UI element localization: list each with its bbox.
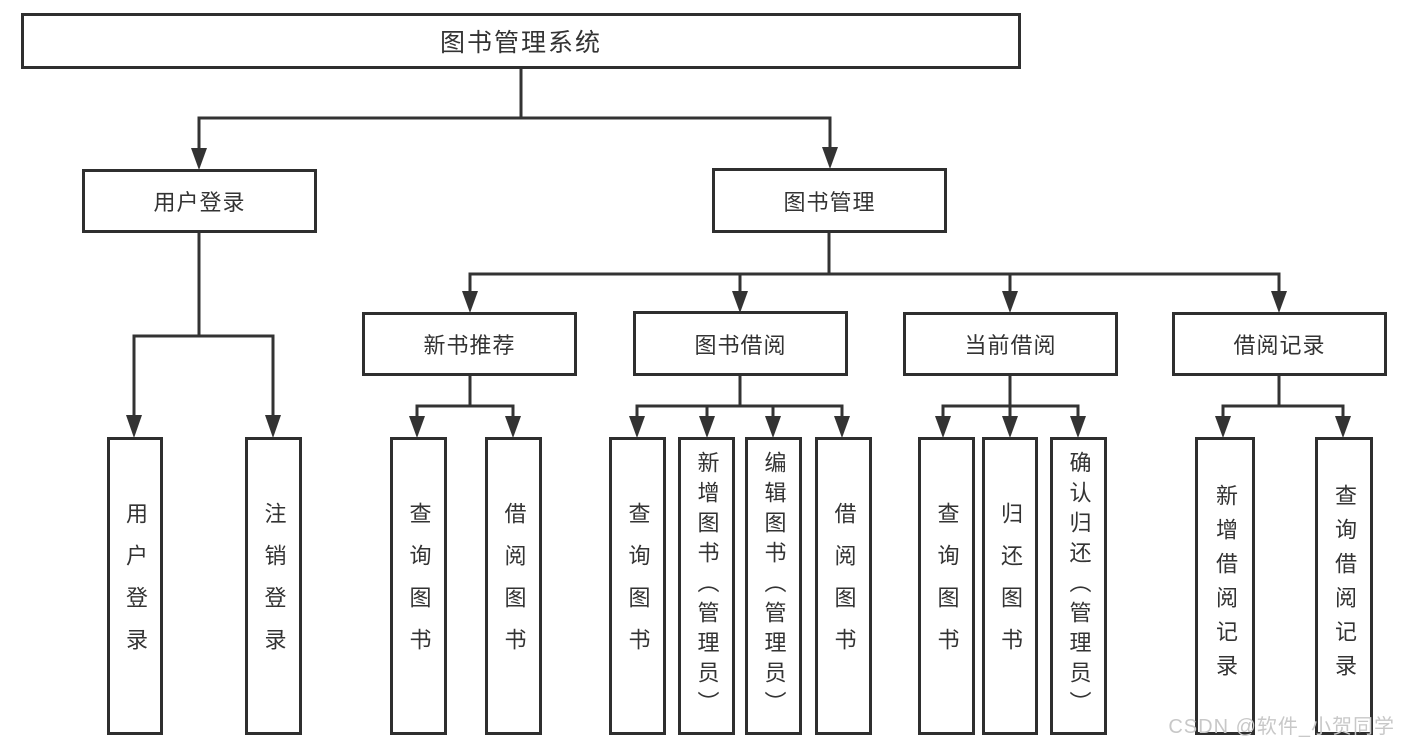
leaf-logout: 注销登录 — [245, 437, 302, 735]
node-book-borrow: 图书借阅 — [633, 311, 848, 376]
leaf-user-login: 用户登录 — [107, 437, 163, 735]
node-user-login: 用户登录 — [82, 169, 317, 233]
node-new-book-recommend: 新书推荐 — [362, 312, 577, 376]
leaf-edit-book-admin: 编辑图书（管理员） — [745, 437, 802, 735]
leaf-borrow-query-books: 查询图书 — [609, 437, 666, 735]
node-borrow-records: 借阅记录 — [1172, 312, 1387, 376]
leaf-query-borrow-record: 查询借阅记录 — [1315, 437, 1373, 735]
leaf-return-book: 归还图书 — [982, 437, 1038, 735]
node-current-borrow: 当前借阅 — [903, 312, 1118, 376]
leaf-add-book-admin: 新增图书（管理员） — [678, 437, 735, 735]
leaf-add-borrow-record: 新增借阅记录 — [1195, 437, 1255, 735]
leaf-newbook-query-books: 查询图书 — [390, 437, 447, 735]
arrowheads — [126, 147, 1351, 438]
csdn-watermark: CSDN @软件_小贺同学 — [1168, 716, 1395, 738]
leaf-newbook-borrow-books: 借阅图书 — [485, 437, 542, 735]
node-book-management: 图书管理 — [712, 168, 947, 233]
node-root-system: 图书管理系统 — [21, 13, 1021, 69]
leaf-confirm-return-admin: 确认归还（管理员） — [1050, 437, 1107, 735]
leaf-current-query-books: 查询图书 — [918, 437, 975, 735]
leaf-borrow-borrow-books: 借阅图书 — [815, 437, 872, 735]
